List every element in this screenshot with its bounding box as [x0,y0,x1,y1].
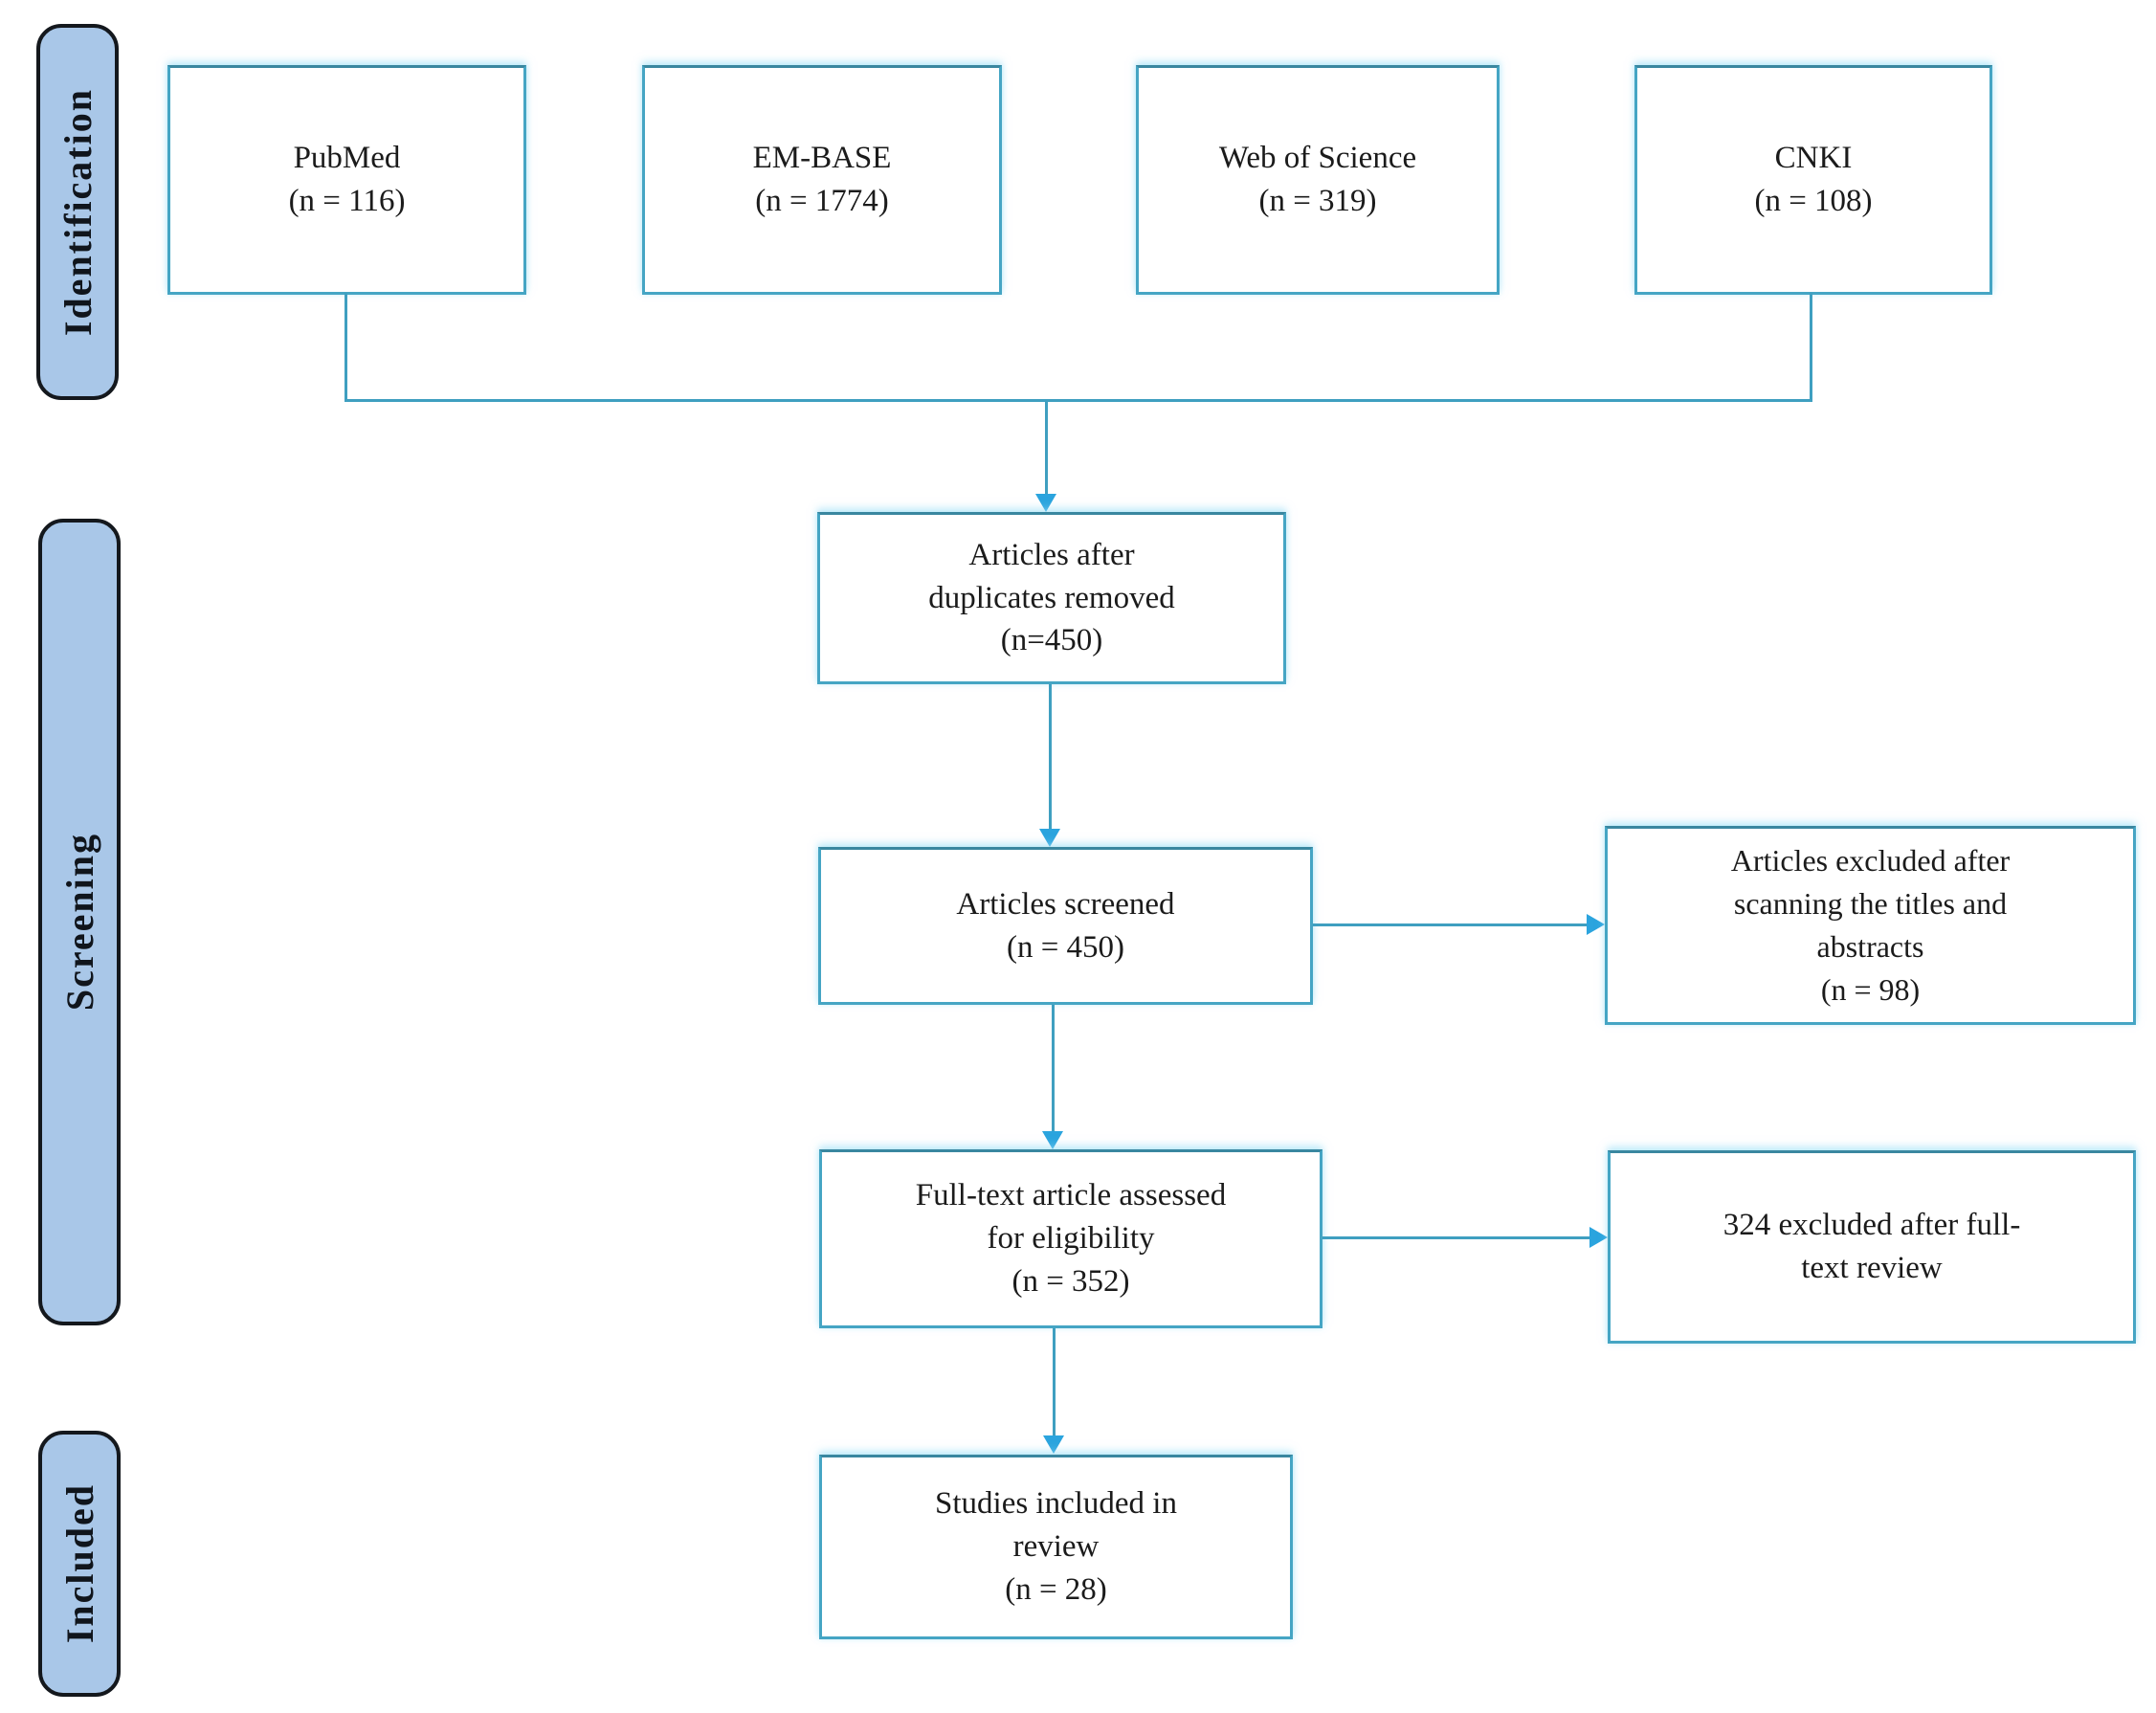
connector-cnki-down [1810,293,1812,402]
source-box-cnki: CNKI (n = 108) [1634,65,1992,295]
connector-duplicates-to-screened [1049,684,1052,830]
exclusion-box-titles-abstracts: Articles excluded after scanning the tit… [1605,826,2136,1025]
arrow-into-fulltext-box [1042,1131,1063,1149]
connector-fulltext-to-excluded [1322,1236,1590,1239]
connector-merge-to-duplicates [1045,399,1048,496]
stage-label-screening-text: Screening [57,833,101,1012]
arrow-into-excluded-fulltext-box [1589,1227,1608,1248]
source-box-web-of-science-name: Web of Science [1218,141,1417,176]
stage-label-identification-text: Identification [56,87,100,337]
stage-label-included-text: Included [57,1483,101,1644]
source-box-embase-name: EM-BASE [752,141,892,176]
box-line: abstracts [1816,929,1924,964]
box-line: (n = 352) [1011,1263,1130,1299]
connector-pubmed-down [345,293,347,402]
source-box-pubmed: PubMed (n = 116) [167,65,526,295]
box-line: (n = 28) [1005,1571,1107,1607]
box-line: duplicates removed [928,580,1175,615]
step-box-fulltext-assessed: Full-text article assessed for eligibili… [819,1149,1322,1328]
source-box-embase: EM-BASE (n = 1774) [642,65,1002,295]
box-line: Articles screened [956,886,1175,922]
source-box-embase-count: (n = 1774) [755,184,889,218]
source-box-web-of-science: Web of Science (n = 319) [1136,65,1500,295]
box-line: (n = 98) [1820,971,1921,1007]
box-line: (n=450) [1000,623,1103,658]
box-line: scanning the titles and [1733,886,2008,922]
box-line: (n = 450) [1006,929,1125,965]
stage-label-included: Included [38,1431,121,1697]
source-box-pubmed-name: PubMed [293,141,401,176]
arrow-into-excluded-titles-box [1587,914,1605,935]
source-box-web-of-science-count: (n = 319) [1258,184,1377,218]
source-box-pubmed-count: (n = 116) [288,184,406,218]
step-box-articles-screened: Articles screened (n = 450) [818,847,1313,1005]
arrow-into-duplicates-box [1035,494,1056,512]
connector-merge-horizontal [345,399,1812,402]
box-line: Full-text article assessed [915,1178,1227,1213]
source-box-cnki-count: (n = 108) [1754,184,1873,218]
box-line: text review [1801,1251,1943,1285]
connector-screened-to-excluded [1313,923,1588,926]
box-line: Articles after [968,537,1135,572]
arrow-into-screened-box [1039,829,1060,847]
box-line: Studies included in [935,1486,1177,1522]
box-line: for eligibility [987,1221,1155,1257]
exclusion-box-fulltext-review: 324 excluded after full- text review [1608,1150,2136,1344]
arrow-into-included-box [1043,1435,1064,1454]
stage-label-identification: Identification [36,24,119,400]
box-line: Articles excluded after [1730,843,2011,879]
box-line: 324 excluded after full- [1723,1208,2021,1243]
box-line: review [1012,1529,1100,1565]
step-box-studies-included: Studies included in review (n = 28) [819,1455,1293,1639]
stage-label-screening: Screening [38,519,121,1325]
step-box-duplicates-removed: Articles after duplicates removed (n=450… [817,512,1286,684]
connector-fulltext-to-included [1053,1328,1056,1437]
connector-screened-to-fulltext [1052,1005,1055,1133]
source-box-cnki-name: CNKI [1774,141,1853,176]
